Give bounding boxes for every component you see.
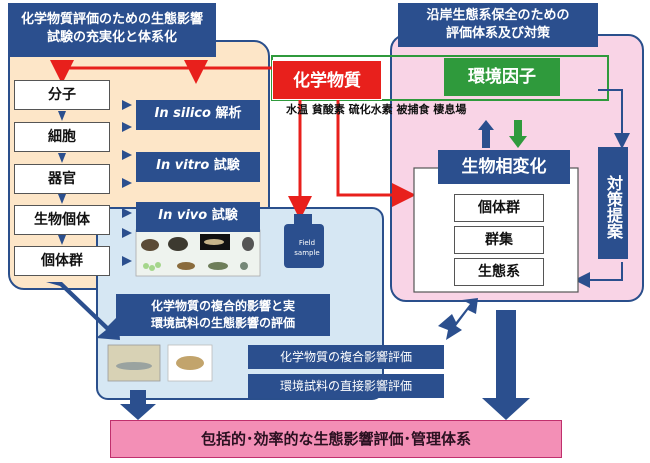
left-header-line2: 試験の充実化と体系化 [46, 30, 177, 45]
field-sample-line2: sample [294, 249, 320, 257]
red-arrow-to-molecule [50, 60, 272, 84]
direct-effect-label: 環境試料の直接影響評価 [248, 374, 444, 398]
biological-change-box: 生物相変化 [438, 150, 570, 184]
countermeasure-box: 対策提案 [598, 147, 628, 259]
method-invitro-rest: 試験 [209, 158, 240, 173]
bio-level-community: 群集 [454, 226, 544, 254]
method-insilico-italic: In silico [154, 106, 211, 121]
level-cell: 細胞 [14, 122, 110, 152]
big-arrow-bottom-right [482, 310, 530, 420]
environmental-factor-box: 環境因子 [444, 58, 560, 96]
method-invivo-italic: In vivo [158, 208, 208, 223]
method-invitro-italic: In vitro [156, 158, 210, 173]
diag-double-arrow [438, 298, 478, 340]
middle-header-line2: 環境試料の生態影響の評価 [150, 316, 295, 330]
right-header-line1: 沿岸生態系保全のための [426, 8, 570, 23]
middle-header-line1: 化学物質の複合的影響と実 [150, 299, 295, 313]
method-invitro: In vitro 試験 [136, 152, 260, 182]
level-molecule: 分子 [14, 80, 110, 110]
right-header: 沿岸生態系保全のための 評価体系及び対策 [398, 3, 598, 47]
method-insilico-rest: 解析 [210, 106, 242, 121]
red-arrow-to-bio [336, 100, 416, 207]
level-population: 個体群 [14, 246, 110, 276]
left-header-line1: 化学物質評価のための生態影響 [20, 12, 203, 27]
middle-header: 化学物質の複合的影響と実 環境試料の生態影響の評価 [116, 294, 330, 336]
sample-photo-1 [107, 344, 161, 382]
factor-list: 水温 貧酸素 硫化水素 被捕食 棲息場 [286, 103, 467, 116]
big-arrow-bottom-left [120, 390, 156, 420]
bio-level-ecosystem: 生態系 [454, 258, 544, 286]
level-organ: 器官 [14, 164, 110, 194]
level-organism: 生物個体 [14, 205, 110, 235]
method-invivo-rest: 試験 [207, 208, 238, 223]
big-arrow-left [46, 282, 120, 340]
management-system-box: 包括的･効率的な生態影響評価･管理体系 [110, 420, 562, 458]
left-header: 化学物質評価のための生態影響 試験の充実化と体系化 [8, 3, 216, 57]
field-sample-jar [284, 224, 324, 268]
method-insilico: In silico 解析 [136, 100, 260, 130]
right-header-line2: 評価体系及び対策 [445, 26, 550, 41]
combined-effect-label: 化学物質の複合影響評価 [248, 345, 444, 369]
organism-photos [135, 229, 261, 277]
bio-level-population: 個体群 [454, 194, 544, 222]
field-sample-label: Field sample [288, 238, 326, 258]
method-invivo: In vivo 試験 [136, 202, 260, 232]
chemical-box: 化学物質 [272, 60, 382, 100]
field-sample-line1: Field [298, 239, 316, 247]
